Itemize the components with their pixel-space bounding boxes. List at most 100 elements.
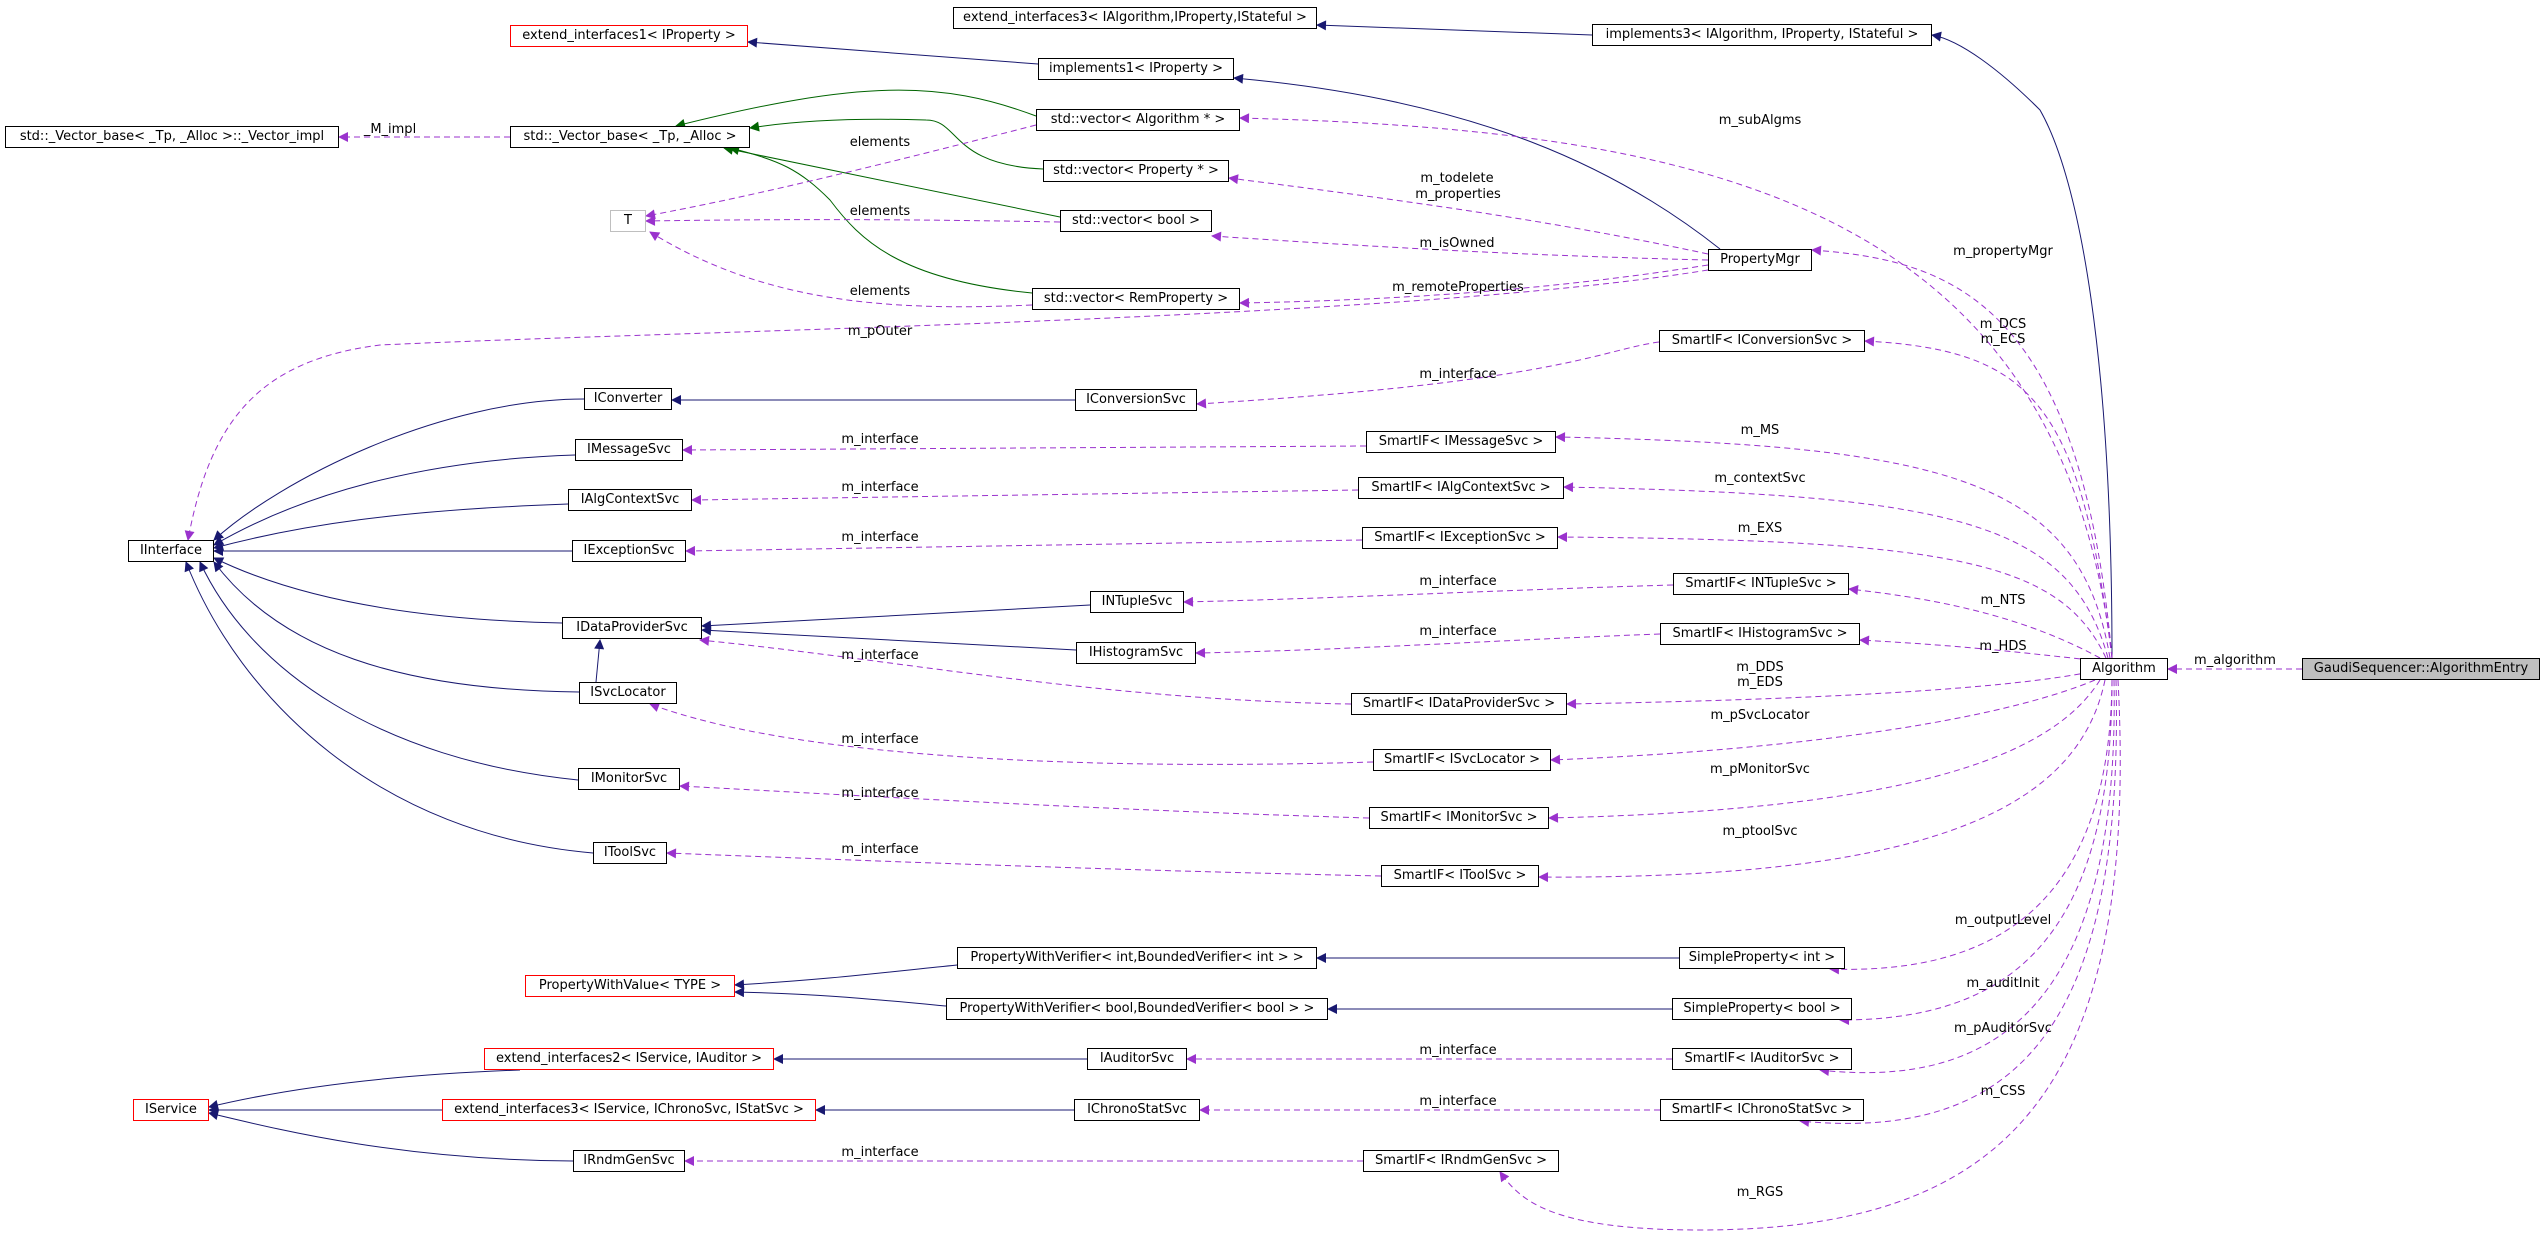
edge-propmgr-to-vecprop bbox=[1228, 174, 1709, 255]
node-smartif-imonitorsvc[interactable]: SmartIF< IMonitorSvc > bbox=[1369, 807, 1549, 829]
node-smartif-iauditorsvc[interactable]: SmartIF< IAuditorSvc > bbox=[1672, 1048, 1852, 1070]
node-vector-impl[interactable]: std::_Vector_base< _Tp, _Alloc >::_Vecto… bbox=[5, 126, 339, 148]
node-vector-bool[interactable]: std::vector< bool > bbox=[1060, 210, 1212, 232]
edge-label-m-isowned: m_isOwned bbox=[1419, 236, 1495, 251]
edge-algorithm-to-vecalg bbox=[1239, 113, 2113, 659]
node-propertywithverifier-bool[interactable]: PropertyWithVerifier< bool,BoundedVerifi… bbox=[946, 998, 1328, 1020]
node-smartif-iconversionsvc[interactable]: SmartIF< IConversionSvc > bbox=[1659, 330, 1865, 352]
edge-label-m-interface-message: m_interface bbox=[841, 432, 919, 447]
edge-label-m-pauditorsvc: m_pAuditorSvc bbox=[1954, 1021, 2052, 1036]
node-smartif-ialgcontextsvc[interactable]: SmartIF< IAlgContextSvc > bbox=[1358, 477, 1564, 499]
node-ichronostatsvc[interactable]: IChronoStatSvc bbox=[1074, 1099, 1200, 1121]
node-vector-property[interactable]: std::vector< Property * > bbox=[1043, 160, 1229, 182]
node-propertywithverifier-int[interactable]: PropertyWithVerifier< int,BoundedVerifie… bbox=[957, 947, 1317, 969]
node-simpleproperty-bool[interactable]: SimpleProperty< bool > bbox=[1672, 998, 1852, 1020]
node-extend-interfaces1-iproperty[interactable]: extend_interfaces1< IProperty > bbox=[510, 25, 748, 47]
edge-sctool-to-itool bbox=[666, 848, 1382, 877]
node-extend-interfaces3-iservice[interactable]: extend_interfaces3< IService, IChronoSvc… bbox=[442, 1099, 816, 1121]
edge-isvcloc-to-iinterface-lower bbox=[594, 639, 605, 683]
edge-label-m-impl: _M_impl bbox=[363, 122, 417, 137]
edge-algorithm-to-scrndm bbox=[1499, 679, 2121, 1231]
node-intuplesvc[interactable]: INTupleSvc bbox=[1090, 591, 1184, 613]
edge-label-m-todelete: m_todelete bbox=[1420, 171, 1494, 186]
edge-impl1-to-ei1 bbox=[747, 37, 1039, 65]
node-propertywithvalue-type[interactable]: PropertyWithValue< TYPE > bbox=[525, 975, 735, 997]
node-extend-interfaces2-iservice[interactable]: extend_interfaces2< IService, IAuditor > bbox=[484, 1048, 774, 1070]
node-iauditorsvc[interactable]: IAuditorSvc bbox=[1087, 1048, 1187, 1070]
edge-vecbool-to-vbase bbox=[723, 144, 1061, 218]
edge-algorithm-to-schisto bbox=[1859, 635, 2091, 661]
node-iconverter[interactable]: IConverter bbox=[584, 388, 672, 410]
node-simpleproperty-int[interactable]: SimpleProperty< int > bbox=[1679, 947, 1845, 969]
node-vector-remproperty[interactable]: std::vector< RemProperty > bbox=[1032, 288, 1240, 310]
edge-label-m-propertymgr: m_propertyMgr bbox=[1953, 244, 2053, 259]
node-template-T[interactable]: T bbox=[610, 210, 646, 232]
node-smartif-ihistogramsvc[interactable]: SmartIF< IHistogramSvc > bbox=[1660, 623, 1860, 645]
edge-algorithm-to-scalgctx bbox=[1563, 482, 2109, 659]
edge-impl3-to-ei3 bbox=[1316, 20, 1593, 36]
edge-algorithm-to-scexc bbox=[1557, 532, 2107, 659]
edge-label-elements-3: elements bbox=[849, 284, 911, 299]
node-irndmgensvc[interactable]: IRndmGenSvc bbox=[573, 1150, 685, 1172]
node-imessagesvc[interactable]: IMessageSvc bbox=[575, 439, 683, 461]
node-gaudisequencer-algorithmentry[interactable]: GaudiSequencer::AlgorithmEntry bbox=[2302, 658, 2540, 680]
edge-algorithm-to-spint bbox=[1829, 679, 2113, 975]
node-idataprovidersvc[interactable]: IDataProviderSvc bbox=[562, 617, 702, 639]
node-imonitorsvc[interactable]: IMonitorSvc bbox=[578, 768, 680, 790]
node-itoolsvc[interactable]: IToolSvc bbox=[593, 842, 667, 864]
edge-iconverter-to-iinterface bbox=[213, 398, 585, 541]
node-extend-interfaces3-ialgorithm[interactable]: extend_interfaces3< IAlgorithm,IProperty… bbox=[953, 7, 1317, 29]
edge-vecrem-to-vbase bbox=[729, 145, 1033, 294]
node-smartif-ichronostatsvc[interactable]: SmartIF< IChronoStatSvc > bbox=[1660, 1099, 1864, 1121]
node-ialgcontextsvc[interactable]: IAlgContextSvc bbox=[568, 489, 692, 511]
edge-label-m-pouter: m_pOuter bbox=[847, 324, 913, 339]
edge-label-m-ms: m_MS bbox=[1740, 423, 1780, 438]
edge-intuple-to-idataprov bbox=[701, 604, 1091, 631]
edge-algorithm-to-scsvcloc bbox=[1550, 679, 2096, 765]
edge-scntuple-to-intuple bbox=[1183, 584, 1674, 607]
edge-label-m-interface-ntuple: m_interface bbox=[1419, 574, 1497, 589]
edge-label-m-ecs: m_ECS bbox=[1980, 332, 2026, 347]
edge-label-m-subalgms: m_subAlgms bbox=[1718, 113, 1802, 128]
edge-label-m-algorithm: m_algorithm bbox=[2194, 653, 2276, 668]
node-smartif-intuplesvc[interactable]: SmartIF< INTupleSvc > bbox=[1673, 573, 1849, 595]
edge-label-m-css: m_CSS bbox=[1980, 1084, 2026, 1099]
node-smartif-isvclocator[interactable]: SmartIF< ISvcLocator > bbox=[1373, 749, 1551, 771]
edge-algorithm-to-scdataprov bbox=[1566, 671, 2091, 709]
node-iconversionsvc[interactable]: IConversionSvc bbox=[1075, 389, 1197, 411]
edge-propmgr-to-vecbool bbox=[1211, 231, 1709, 261]
edge-label-m-interface-conversion: m_interface bbox=[1419, 367, 1497, 382]
node-smartif-imessagesvc[interactable]: SmartIF< IMessageSvc > bbox=[1366, 431, 1556, 453]
edge-label-m-remoteproperties: m_remoteProperties bbox=[1392, 280, 1524, 295]
edge-scsvcloc-to-isvcloc bbox=[649, 702, 1374, 765]
node-iinterface[interactable]: IInterface bbox=[128, 540, 214, 562]
node-implements3[interactable]: implements3< IAlgorithm, IProperty, ISta… bbox=[1592, 24, 1932, 46]
edge-vecalg-to-T bbox=[645, 124, 1037, 220]
edge-label-m-hds: m_HDS bbox=[1979, 639, 2027, 654]
node-implements1-iproperty[interactable]: implements1< IProperty > bbox=[1038, 58, 1234, 80]
edge-vecprop-to-vbase bbox=[749, 118, 1044, 170]
edge-ei2-to-iservice bbox=[208, 1069, 521, 1110]
edge-label-m-rgs: m_RGS bbox=[1736, 1185, 1784, 1200]
node-vector-algorithm[interactable]: std::vector< Algorithm * > bbox=[1036, 109, 1240, 131]
node-iservice[interactable]: IService bbox=[133, 1099, 209, 1121]
node-smartif-iexceptionsvc[interactable]: SmartIF< IExceptionSvc > bbox=[1362, 527, 1558, 549]
node-smartif-itoolsvc[interactable]: SmartIF< IToolSvc > bbox=[1381, 865, 1539, 887]
node-isvclocator[interactable]: ISvcLocator bbox=[579, 682, 677, 704]
node-vector-base[interactable]: std::_Vector_base< _Tp, _Alloc > bbox=[510, 126, 750, 148]
node-iexceptionsvc[interactable]: IExceptionSvc bbox=[572, 540, 686, 562]
node-propertymgr[interactable]: PropertyMgr bbox=[1708, 249, 1812, 271]
node-algorithm[interactable]: Algorithm bbox=[2080, 658, 2168, 680]
edge-label-m-pmonitorsvc: m_pMonitorSvc bbox=[1710, 762, 1810, 777]
node-smartif-irndmgensvc[interactable]: SmartIF< IRndmGenSvc > bbox=[1363, 1150, 1559, 1172]
edge-imsgsvc-to-iinterface bbox=[213, 454, 576, 546]
edge-label-m-interface-auditor: m_interface bbox=[1419, 1043, 1497, 1058]
node-ihistogramsvc[interactable]: IHistogramSvc bbox=[1076, 642, 1196, 664]
edge-propmgr-to-impl1 bbox=[1233, 73, 1721, 250]
node-smartif-idataprovidersvc[interactable]: SmartIF< IDataProviderSvc > bbox=[1351, 693, 1567, 715]
edge-scexc-to-iexc bbox=[685, 539, 1363, 556]
edge-label-m-contextsvc: m_contextSvc bbox=[1714, 471, 1806, 486]
edge-algorithm-to-scauditor bbox=[1819, 679, 2115, 1076]
edge-ialgctx-to-iinterface bbox=[213, 503, 569, 551]
